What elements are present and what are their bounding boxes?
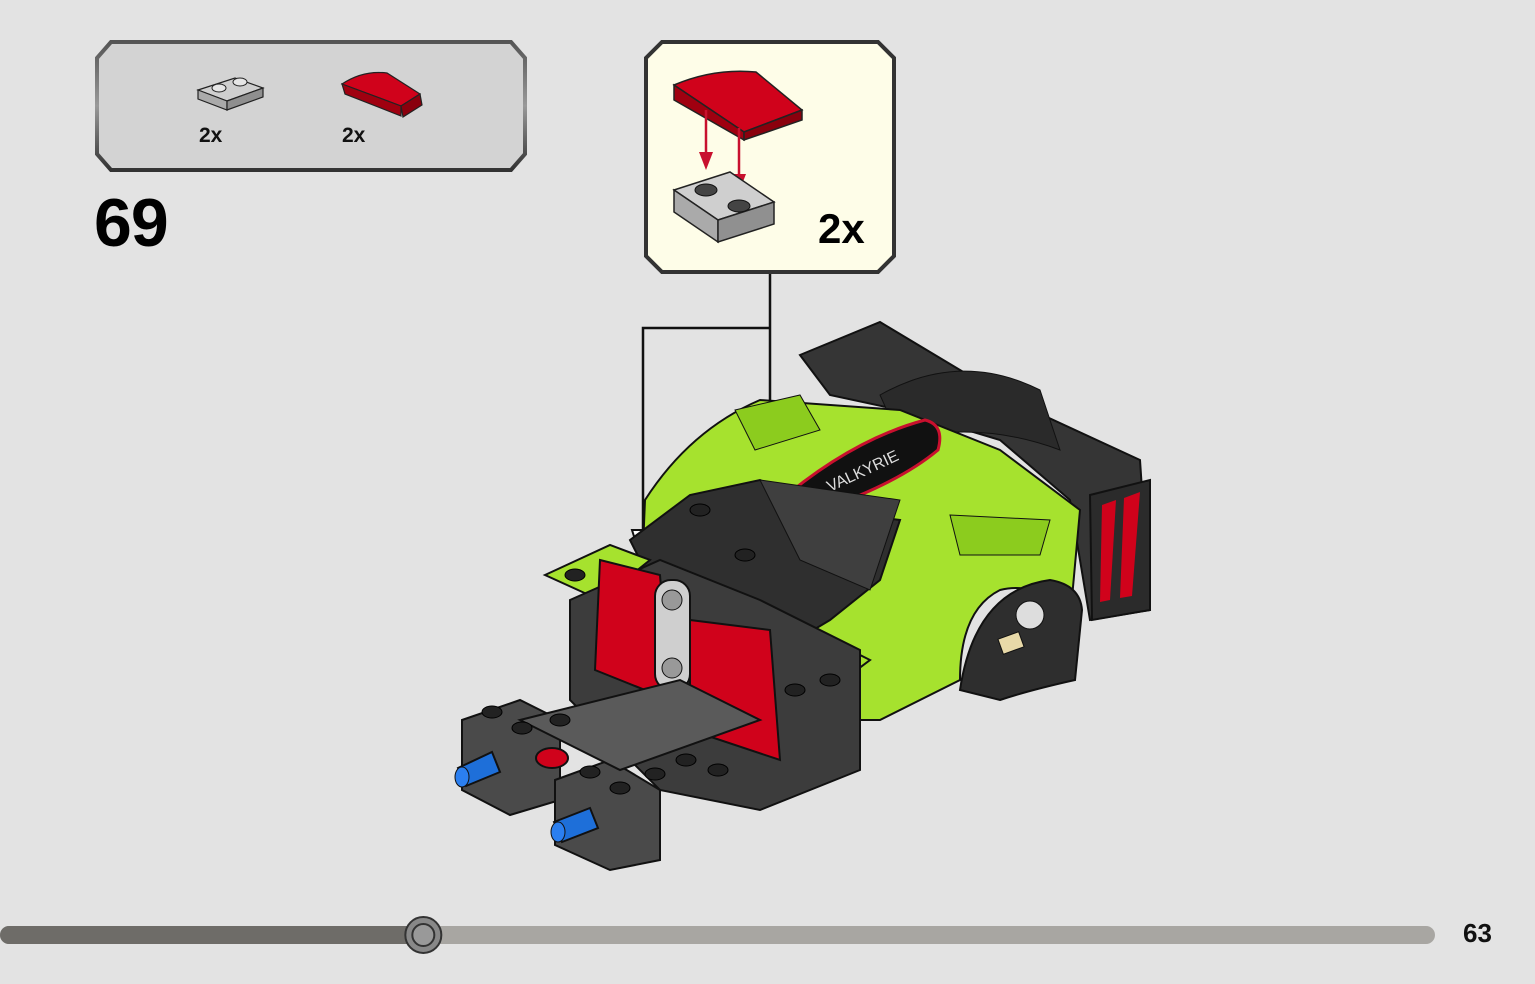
- blue-pin-right-icon: [550, 806, 600, 844]
- subassembly-frame: [644, 40, 896, 274]
- part-curved-slope-icon: [340, 71, 423, 118]
- subassembly-callout: 2x: [644, 40, 896, 274]
- page-number: 63: [1463, 918, 1492, 948]
- part-qty-curved-slope: 2x: [342, 124, 366, 147]
- part-plate-icon: [196, 77, 265, 111]
- parts-list-callout: 2x 2x: [95, 40, 527, 172]
- subassembly-multiplier: 2x: [818, 205, 865, 252]
- subassembly-gray-plate-icon: [672, 171, 776, 244]
- progress-knob: [404, 916, 443, 954]
- parts-list-frame: [95, 40, 527, 172]
- car-model-illustration: VALKYRIE: [454, 320, 1152, 872]
- progress-fill: [0, 926, 424, 944]
- rear-panel: [1088, 478, 1151, 622]
- part-qty-plate: 2x: [199, 124, 223, 147]
- subassembly-red-slope-icon: [672, 70, 804, 142]
- progress-bar: [0, 916, 1435, 954]
- step-number: 69: [94, 185, 169, 261]
- blue-pin-left-icon: [454, 750, 502, 788]
- red-round-plate: [535, 747, 569, 769]
